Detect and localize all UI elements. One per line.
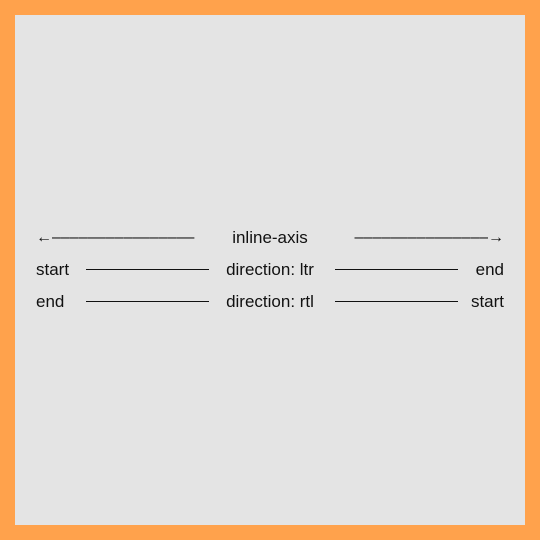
rtl-row: end direction: rtl start	[36, 290, 504, 314]
inline-axis-label-wrap: inline-axis	[36, 226, 504, 250]
ltr-row: start direction: ltr end	[36, 258, 504, 282]
left-arrow-dashes: ←––––––––––––––––	[36, 229, 195, 246]
ltr-direction-label: direction: ltr	[226, 260, 314, 279]
ltr-left-line	[86, 269, 209, 270]
ltr-right-word: end	[475, 260, 504, 279]
right-arrow-dashes: –––––––––––––––→	[354, 229, 504, 246]
rtl-left-line	[86, 301, 209, 302]
rtl-direction-label: direction: rtl	[226, 292, 314, 311]
rtl-right-word: start	[470, 292, 504, 311]
ltr-right-line	[335, 269, 458, 270]
ltr-left-word: start	[36, 260, 70, 279]
inline-axis-row: ←–––––––––––––––– inline-axis ––––––––––…	[36, 226, 504, 250]
rtl-left-word: end	[36, 292, 65, 311]
rtl-right-line	[335, 301, 458, 302]
diagram-panel	[15, 15, 525, 525]
inline-axis-label: inline-axis	[232, 228, 308, 247]
